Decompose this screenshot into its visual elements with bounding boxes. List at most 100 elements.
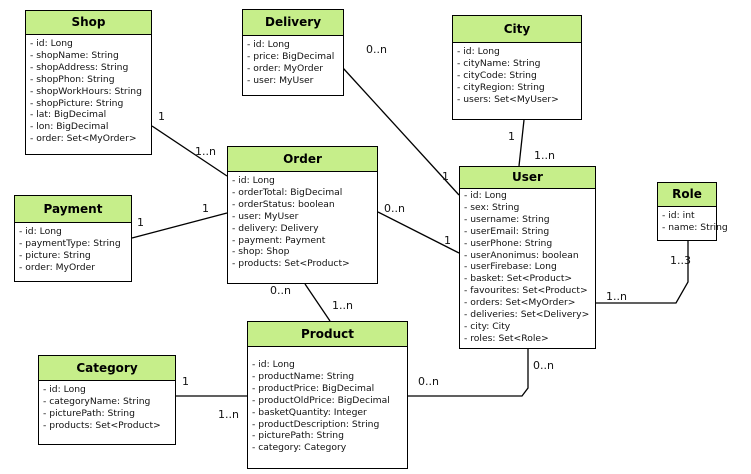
association-order-user: [377, 211, 460, 254]
class-payment[interactable]: Payment - id: Long - paymentType: String…: [14, 195, 132, 282]
class-shop-attributes: - id: Long - shopName: String - shopAddr…: [26, 35, 151, 145]
attribute: - id: Long: [464, 190, 507, 201]
association-delivery-user: [342, 67, 460, 196]
attribute: - id: int: [662, 210, 695, 221]
attribute: - cityName: String: [457, 57, 541, 69]
class-user-attributes: - id: Long - sex: String - username: Str…: [460, 189, 595, 345]
attribute: - userAnonimus: boolean: [464, 249, 579, 261]
attribute: - picturePath: String: [43, 407, 135, 419]
multiplicity-label: 1: [442, 170, 449, 183]
class-delivery-header: Delivery: [243, 10, 343, 36]
attribute: - userFirebase: Long: [464, 261, 557, 273]
multiplicity-label: 0..n: [533, 359, 554, 372]
multiplicity-label: 1: [202, 202, 209, 215]
multiplicity-label: 0..n: [366, 43, 387, 56]
class-shop[interactable]: Shop - id: Long - shopName: String - sho…: [25, 10, 152, 155]
association-role-user: [596, 241, 689, 304]
class-product-header: Product: [248, 322, 407, 347]
class-city[interactable]: City - id: Long - cityName: String - cit…: [452, 15, 582, 120]
attribute: - id: Long: [232, 175, 275, 186]
attribute: - categoryName: String: [43, 395, 151, 407]
attribute: - productName: String: [252, 370, 355, 382]
attribute: - city: City: [464, 320, 511, 332]
attribute: - order: Set<MyOrder>: [30, 133, 137, 145]
attribute: - id: Long: [457, 46, 500, 57]
attribute: - productOldPrice: BigDecimal: [252, 394, 390, 406]
class-shop-header: Shop: [26, 11, 151, 35]
attribute: - order: MyOrder: [19, 261, 96, 273]
class-user[interactable]: User - id: Long - sex: String - username…: [459, 166, 596, 349]
attribute: - shopWorkHours: String: [30, 85, 142, 97]
multiplicity-label: 1: [182, 375, 189, 388]
multiplicity-label: 1: [137, 216, 144, 229]
class-order-attributes: - id: Long - orderTotal: BigDecimal - or…: [228, 172, 377, 270]
attribute: - order: MyOrder: [247, 62, 324, 74]
class-payment-attributes: - id: Long - paymentType: String - pictu…: [15, 223, 131, 274]
attribute: - id: Long: [30, 38, 73, 49]
attribute: - id: Long: [247, 39, 290, 50]
attribute: - basket: Set<Product>: [464, 273, 573, 285]
multiplicity-label: 1..n: [332, 299, 353, 312]
attribute: - cityCode: String: [457, 69, 537, 81]
attribute: - username: String: [464, 213, 550, 225]
multiplicity-label: 1..n: [218, 408, 239, 421]
class-role-attributes: - id: int - name: String: [658, 207, 728, 234]
multiplicity-label: 1: [444, 234, 451, 247]
class-order[interactable]: Order - id: Long - orderTotal: BigDecima…: [227, 146, 378, 284]
multiplicity-label: 1..n: [606, 290, 627, 303]
attribute: - lon: BigDecimal: [30, 121, 109, 133]
attribute: - user: MyUser: [232, 210, 299, 222]
class-category[interactable]: Category - id: Long - categoryName: Stri…: [38, 355, 176, 445]
class-city-attributes: - id: Long - cityName: String - cityCode…: [453, 43, 581, 106]
attribute: - id: Long: [252, 359, 295, 370]
class-product[interactable]: Product - id: Long - productName: String…: [247, 321, 408, 469]
class-delivery[interactable]: Delivery - id: Long - price: BigDecimal …: [242, 9, 344, 96]
attribute: - productPrice: BigDecimal: [252, 382, 375, 394]
multiplicity-label: 1: [508, 130, 515, 143]
attribute: - shopPicture: String: [30, 97, 124, 109]
association-payment-order: [131, 212, 228, 239]
attribute: - products: Set<Product>: [43, 419, 161, 431]
attribute: - category: Category: [252, 442, 347, 454]
multiplicity-label: 0..n: [270, 284, 291, 297]
class-city-header: City: [453, 16, 581, 43]
attribute: - shop: Shop: [232, 246, 290, 258]
class-delivery-attributes: - id: Long - price: BigDecimal - order: …: [243, 36, 343, 87]
attribute: - shopName: String: [30, 49, 119, 61]
multiplicity-label: 0..n: [384, 202, 405, 215]
attribute: - picture: String: [19, 249, 91, 261]
attribute: - id: Long: [43, 384, 86, 395]
attribute: - userPhone: String: [464, 237, 553, 249]
association-product-user: [408, 349, 529, 397]
attribute: - favourites: Set<Product>: [464, 285, 588, 297]
attribute: - lat: BigDecimal: [30, 109, 107, 121]
attribute: - shopPhon: String: [30, 73, 115, 85]
association-city-user: [518, 119, 525, 167]
attribute: - sex: String: [464, 201, 520, 213]
attribute: - roles: Set<Role>: [464, 332, 549, 344]
attribute: - paymentType: String: [19, 237, 121, 249]
class-user-header: User: [460, 167, 595, 189]
attribute: - products: Set<Product>: [232, 258, 350, 270]
attribute: - orderStatus: boolean: [232, 198, 335, 210]
attribute: - productDescription: String: [252, 418, 380, 430]
attribute: - payment: Payment: [232, 234, 326, 246]
attribute: - user: MyUser: [247, 74, 314, 86]
attribute: - users: Set<MyUser>: [457, 93, 559, 105]
attribute: - delivery: Delivery: [232, 222, 319, 234]
attribute: - orders: Set<MyOrder>: [464, 297, 576, 309]
class-role[interactable]: Role - id: int - name: String: [657, 182, 728, 241]
attribute: - shopAddress: String: [30, 61, 129, 73]
attribute: - cityRegion: String: [457, 81, 545, 93]
multiplicity-label: 1: [158, 110, 165, 123]
multiplicity-label: 1..n: [534, 149, 555, 162]
attribute: - picturePath: String: [252, 430, 344, 442]
multiplicity-label: 0..n: [418, 375, 439, 388]
attribute: - id: Long: [19, 226, 62, 237]
attribute: - basketQuantity: Integer: [252, 406, 367, 418]
multiplicity-label: 1..n: [195, 145, 216, 158]
class-category-header: Category: [39, 356, 175, 381]
attribute: - orderTotal: BigDecimal: [232, 186, 343, 198]
association-order-product: [304, 283, 331, 322]
